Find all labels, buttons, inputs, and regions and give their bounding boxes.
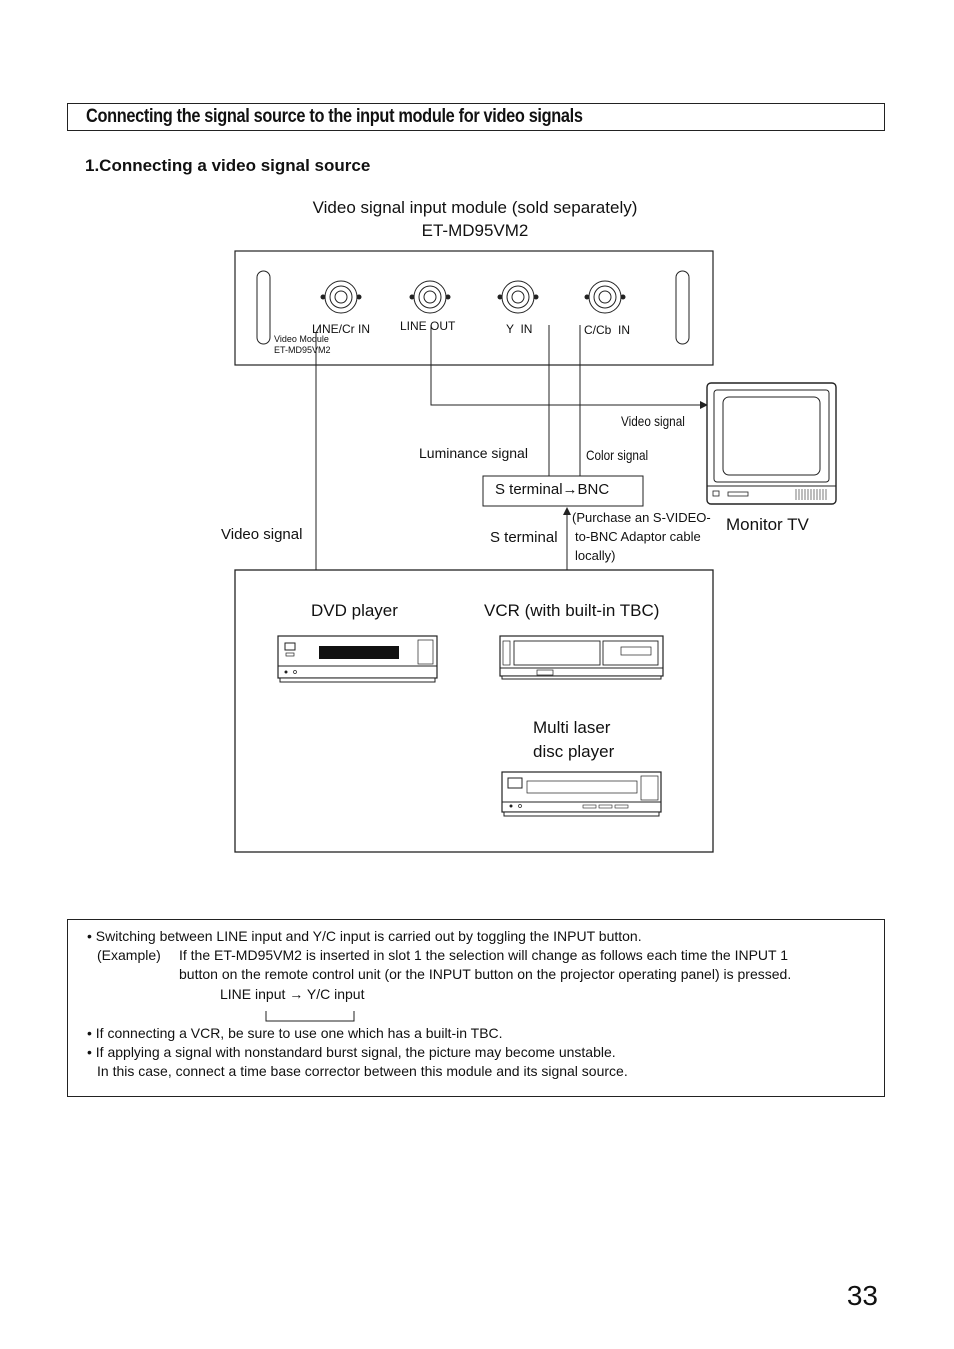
vcr-drawing: [499, 635, 664, 680]
connector-label-line-out: LINE OUT: [400, 319, 456, 333]
bnc-connector-line-out: [409, 280, 451, 314]
subsection-title: 1.Connecting a video signal source: [85, 156, 371, 175]
bnc-connector-line-cr-in: [320, 280, 362, 314]
label-dvd-player: DVD player: [311, 601, 398, 620]
adaptor-box-frame: [482, 475, 644, 507]
module-small-label-line2: ET-MD95VM2: [274, 345, 331, 355]
note-burst-line2: In this case, connect a time base correc…: [97, 1063, 628, 1079]
label-color-signal: Color signal: [586, 447, 649, 463]
adaptor-note-line1: (Purchase an S-VIDEO-: [572, 510, 711, 525]
label-monitor-tv: Monitor TV: [726, 515, 809, 534]
note-burst-line1: • If applying a signal with nonstandard …: [87, 1044, 616, 1060]
label-vcr: VCR (with built-in TBC): [484, 601, 660, 620]
module-small-label-line1: Video Module: [274, 334, 329, 344]
cable-line-out-to-tv: [430, 325, 703, 406]
label-laser-line1: Multi laser: [533, 718, 611, 737]
connector-label-y-in: Y IN: [506, 322, 533, 336]
arrow-to-tv: [700, 401, 708, 409]
label-video-signal-source: Video signal: [221, 526, 303, 543]
adaptor-box-label: S terminal→BNC: [495, 481, 610, 498]
cycle-bracket: [265, 1011, 355, 1022]
connector-label-c-cb-in: C/Cb IN: [584, 323, 631, 337]
cable-video-source: [315, 324, 321, 570]
monitor-tv-drawing: [706, 382, 837, 505]
source-devices-box: [234, 569, 714, 853]
bnc-connector-y-in: [497, 280, 539, 314]
arrow-s-terminal: [563, 507, 571, 515]
connector-label-line-cr-in: LINE/Cr IN: [312, 322, 371, 336]
page-number: 33: [846, 1280, 878, 1311]
module-panel: [234, 250, 714, 366]
adaptor-note-line2: to-BNC Adaptor cable: [575, 529, 701, 544]
label-luminance-signal: Luminance signal: [419, 445, 528, 461]
note-example-label: (Example): [97, 947, 161, 963]
note-cycle: LINE input → Y/C input: [220, 986, 365, 1002]
note-vcr-tbc: • If connecting a VCR, be sure to use on…: [87, 1025, 503, 1041]
label-s-terminal: S terminal: [490, 529, 558, 546]
notes-box: [67, 919, 885, 1097]
module-caption-line1: Video signal input module (sold separate…: [312, 198, 638, 217]
adaptor-note-line3: locally): [575, 548, 616, 563]
cables: [315, 324, 703, 570]
laser-disc-player-drawing: [501, 771, 662, 817]
section-title-box: Connecting the signal source to the inpu…: [67, 103, 885, 131]
dvd-player-drawing: [277, 635, 438, 683]
bnc-connector-c-cb-in: [584, 280, 626, 314]
label-laser-line2: disc player: [533, 742, 615, 761]
label-video-signal-tv: Video signal: [621, 413, 685, 429]
note-switching: • Switching between LINE input and Y/C i…: [87, 928, 642, 944]
section-title: Connecting the signal source to the inpu…: [86, 106, 583, 127]
note-example-line2: button on the remote control unit (or th…: [179, 966, 792, 982]
note-example-line1: If the ET-MD95VM2 is inserted in slot 1 …: [179, 947, 789, 963]
module-caption-line2: ET-MD95VM2: [421, 221, 529, 240]
